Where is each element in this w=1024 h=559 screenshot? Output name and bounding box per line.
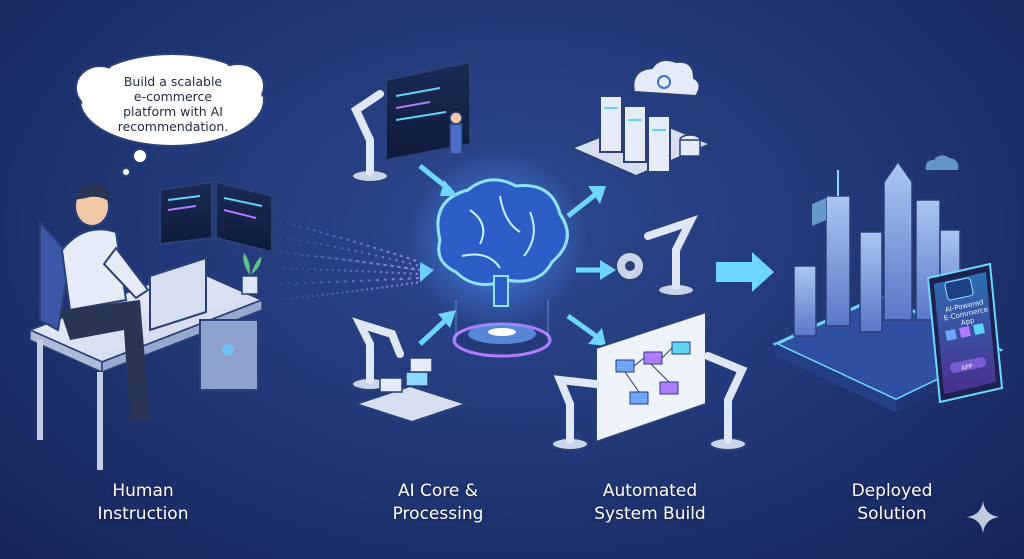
stage-label-deployed-solution: Deployed Solution (792, 480, 992, 526)
stage-label-line-1: Human (112, 481, 174, 501)
bubble-line-1: Build a scalable (123, 74, 223, 89)
stage-label-line-1: Deployed (851, 481, 933, 501)
person-at-desk (39, 183, 150, 420)
desk (27, 266, 265, 470)
cloud-icon (632, 59, 701, 98)
hologram-platform (452, 300, 552, 358)
sparkle-icon (967, 501, 999, 533)
stage-label-line-1: AI Core & (397, 481, 479, 501)
thought-bubble-icon (75, 53, 265, 177)
bubble-line-4: recommendation. (117, 119, 229, 134)
bubble-line-2: e-commerce (133, 89, 213, 104)
stage-label-human-instruction: Human Instruction (43, 480, 243, 526)
smartphone-icon (926, 262, 1004, 404)
stage-label-line-1: Automated (602, 481, 698, 501)
robot-arm-icon (350, 60, 471, 424)
flowchart-board (551, 310, 748, 451)
monitor-icon (149, 180, 273, 332)
server-rack-icon (569, 95, 713, 178)
bubble-line-3: platform with AI (123, 104, 223, 119)
stage-label-line-2: Solution (857, 504, 927, 524)
stage-label-line-2: Instruction (97, 504, 189, 524)
stage-label-ai-core: AI Core & Processing (338, 480, 538, 526)
stage-label-automated-build: Automated System Build (550, 480, 750, 526)
thought-bubble-text: Build a scalable e-commerce platform wit… (98, 74, 248, 134)
gear-icon (612, 215, 698, 297)
plant-icon (241, 251, 263, 295)
arrow-icon (418, 164, 774, 346)
stage-label-line-2: System Build (594, 504, 706, 524)
stage-label-line-2: Processing (392, 504, 484, 524)
